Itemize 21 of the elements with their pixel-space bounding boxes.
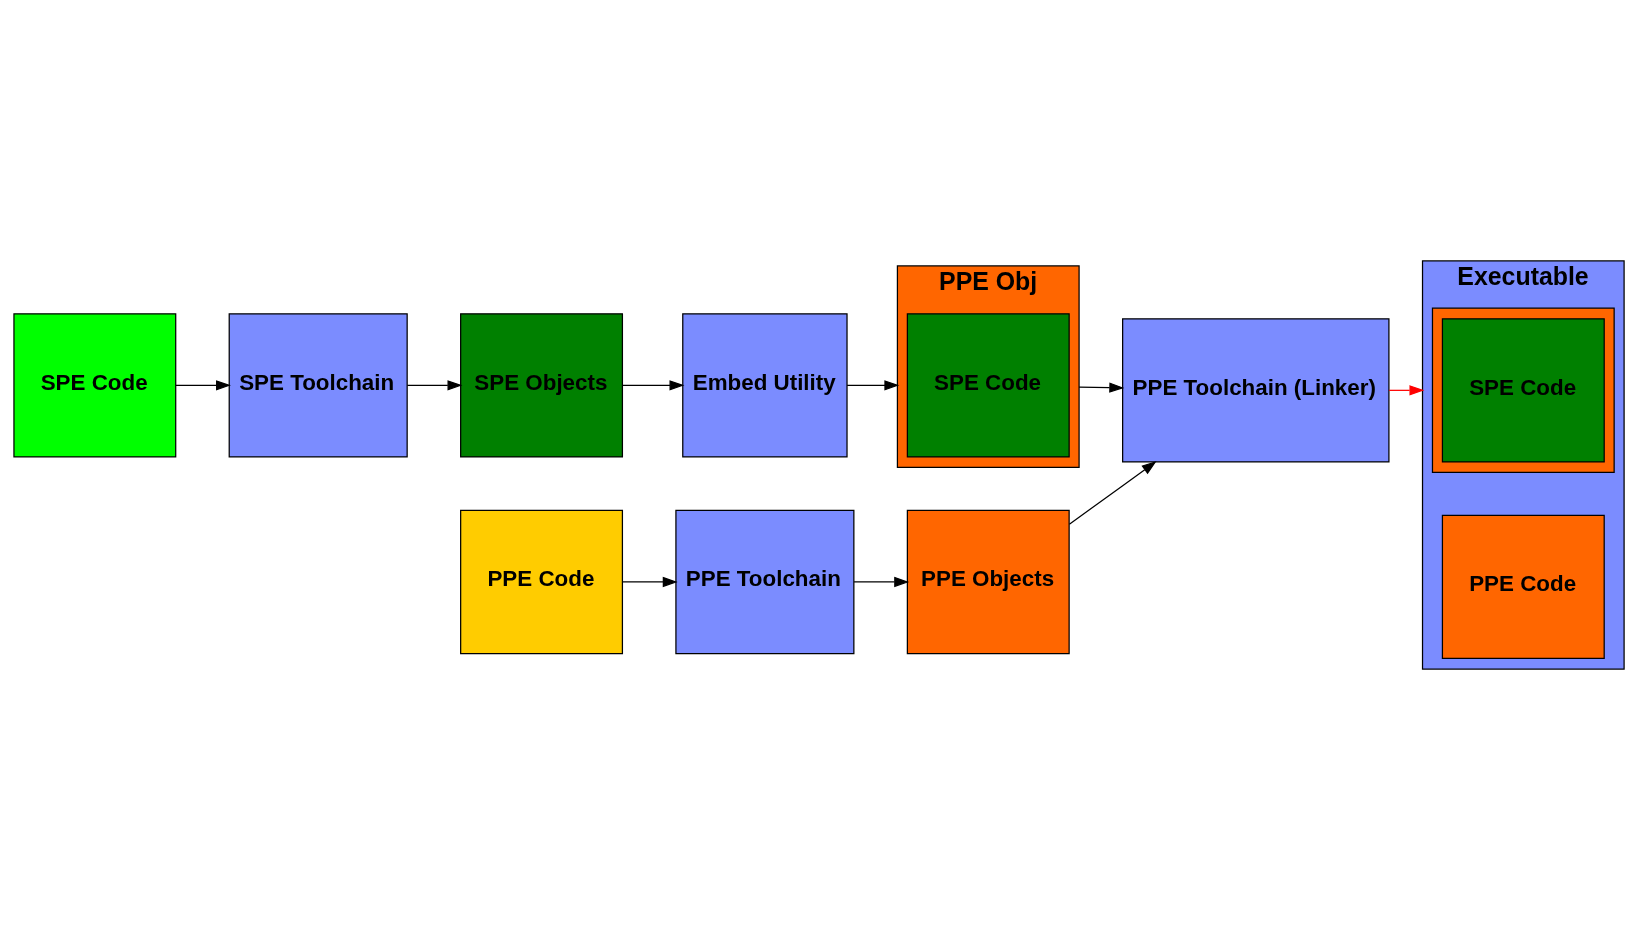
arrow [1078,382,1125,393]
arrow [175,380,231,391]
arrow [621,380,685,391]
node-box: PPE Code [1441,514,1605,660]
arrow [846,380,900,391]
arrow [1388,385,1425,396]
node-box: SPE Toolchain [228,313,408,458]
node-box: Embed Utility [682,313,848,458]
arrow [406,380,463,391]
node-box: SPE Code [13,313,177,458]
node-box: PPE Toolchain [675,509,855,655]
arrow [853,576,910,588]
node-box: SPE Objects [460,313,624,458]
arrow [1068,461,1157,525]
arrow [621,576,678,588]
cluster [1431,307,1615,474]
node-box: PPE Code [460,509,624,655]
node-box: SPE Code [906,313,1070,458]
node-box: PPE Toolchain (Linker) [1122,318,1390,463]
node-box: PPE Objects [906,509,1070,655]
node-box: SPE Code [1441,318,1605,463]
